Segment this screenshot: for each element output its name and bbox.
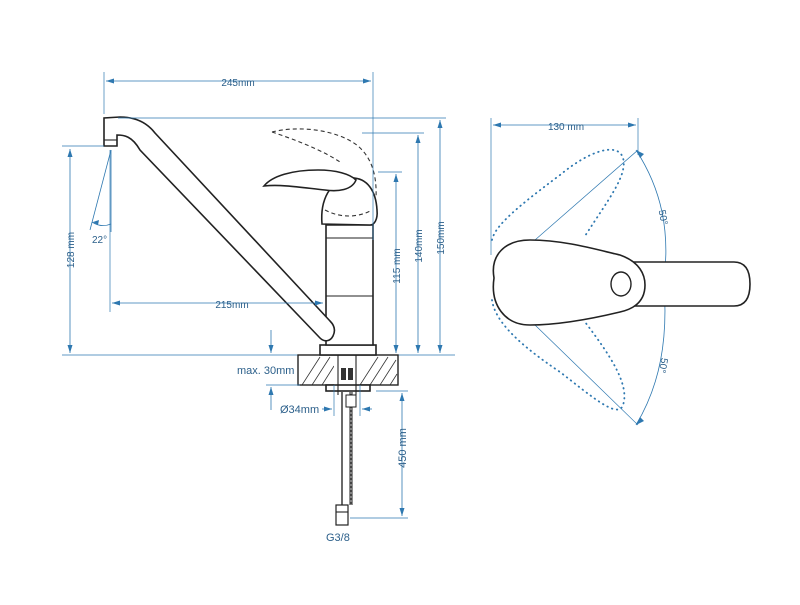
dim-lever-height: 115 mm (378, 171, 403, 353)
top-view: 130 mm 50° 50° (490, 118, 751, 426)
dim-width-total-label: 245mm (221, 78, 254, 89)
dim-body-height: 140mm (362, 132, 425, 353)
dim-lever-height-label: 115 mm (392, 248, 403, 283)
top-cartridge-hole (610, 271, 632, 297)
dim-width-total: 245mm (103, 72, 374, 240)
dim-top-width: 130 mm (490, 118, 639, 255)
swing-line-up (534, 149, 639, 241)
lever-swing-right-outline (491, 299, 626, 411)
side-view: 245mm 215mm 128 mm 22° (62, 72, 455, 544)
lever-handle (262, 169, 378, 226)
dim-reach: 215mm (109, 150, 323, 312)
top-spout (619, 261, 751, 307)
dim-top-width-label: 130 mm (548, 122, 584, 133)
angle-down-label: 50° (656, 357, 669, 374)
dim-reach-label: 215mm (215, 300, 248, 311)
dim-angle-label: 22° (92, 235, 107, 246)
dim-max-counter: max. 30mm (237, 330, 300, 410)
dim-angle: 22° (89, 149, 112, 246)
dim-thread-label: G3/8 (326, 532, 350, 544)
swing-line-down (534, 324, 639, 426)
spout (103, 116, 336, 342)
dim-spout-height: 128 mm (62, 145, 104, 353)
supply-hose (335, 392, 357, 526)
angle-up-label: 50° (656, 209, 669, 226)
dim-hole-diameter-label: Ø34mm (280, 404, 319, 416)
lever-open-position (271, 128, 377, 217)
dim-hole-diameter: Ø34mm (280, 385, 372, 416)
dim-total-height-label: 150mm (436, 221, 447, 254)
lever-swing-left-outline (491, 148, 625, 241)
dim-max-counter-label: max. 30mm (237, 365, 294, 377)
top-lever (492, 239, 646, 326)
dim-spout-height-label: 128 mm (66, 232, 77, 268)
dim-hose-length: 450 mm (350, 390, 409, 519)
dim-total-height: 150mm (118, 117, 447, 353)
dim-hose-length-label: 450 mm (397, 428, 409, 468)
dim-body-height-label: 140mm (414, 229, 425, 262)
